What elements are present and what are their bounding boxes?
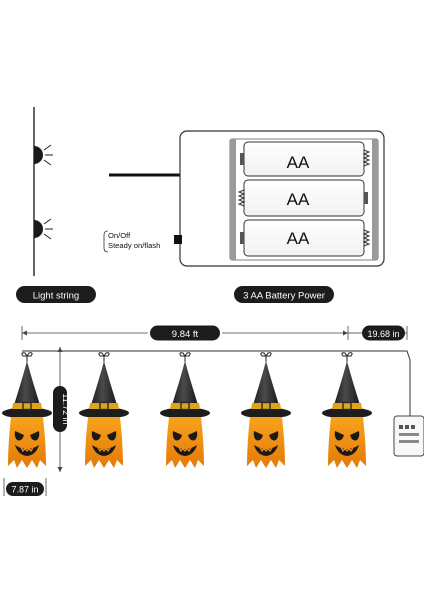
dimension-lead-length: 19.68 in — [348, 325, 408, 341]
power-switch[interactable] — [174, 235, 182, 244]
battery-box: AA AA AA On/Off Steady on/flash — [103, 130, 385, 267]
caption-light-string-text: Light string — [33, 291, 79, 302]
controller-box — [393, 415, 424, 457]
dimension-lead-length-text: 19.68 in — [367, 329, 399, 339]
battery-cell-label-2: AA — [287, 190, 310, 209]
caption-battery-power-text: 3 AA Battery Power — [243, 291, 325, 302]
caption-light-string: Light string — [16, 286, 96, 303]
dimension-string-length-text: 9.84 ft — [172, 329, 199, 340]
battery-cell-2: AA — [237, 179, 368, 217]
lights-wire — [22, 350, 411, 416]
dimension-hat-height: 11.72 in — [53, 347, 71, 472]
dimension-hat-height-text: 11.72 in — [61, 393, 71, 424]
switch-label-line1: On/Off — [108, 231, 131, 240]
ghost-light-3 — [159, 352, 211, 469]
ghost-light-1 — [1, 352, 53, 469]
light-string-illustration — [33, 107, 53, 276]
ghost-light-5 — [321, 352, 373, 469]
dimension-hat-width: 7.87 in — [3, 478, 47, 496]
battery-cell-label-3: AA — [287, 229, 310, 248]
battery-cell-label-1: AA — [287, 153, 310, 172]
switch-label-line2: Steady on/flash — [108, 241, 160, 250]
dimension-string-length: 9.84 ft — [21, 325, 349, 341]
ghost-light-4 — [240, 352, 292, 469]
caption-battery-power: 3 AA Battery Power — [234, 286, 334, 303]
bulb-lower — [34, 218, 53, 240]
battery-cell-1: AA — [240, 141, 371, 177]
switch-callout: On/Off Steady on/flash — [103, 230, 160, 253]
bulb-upper — [34, 144, 53, 166]
battery-cell-3: AA — [240, 219, 371, 257]
ghost-light-2 — [78, 352, 130, 469]
dimension-hat-width-text: 7.87 in — [11, 485, 38, 495]
